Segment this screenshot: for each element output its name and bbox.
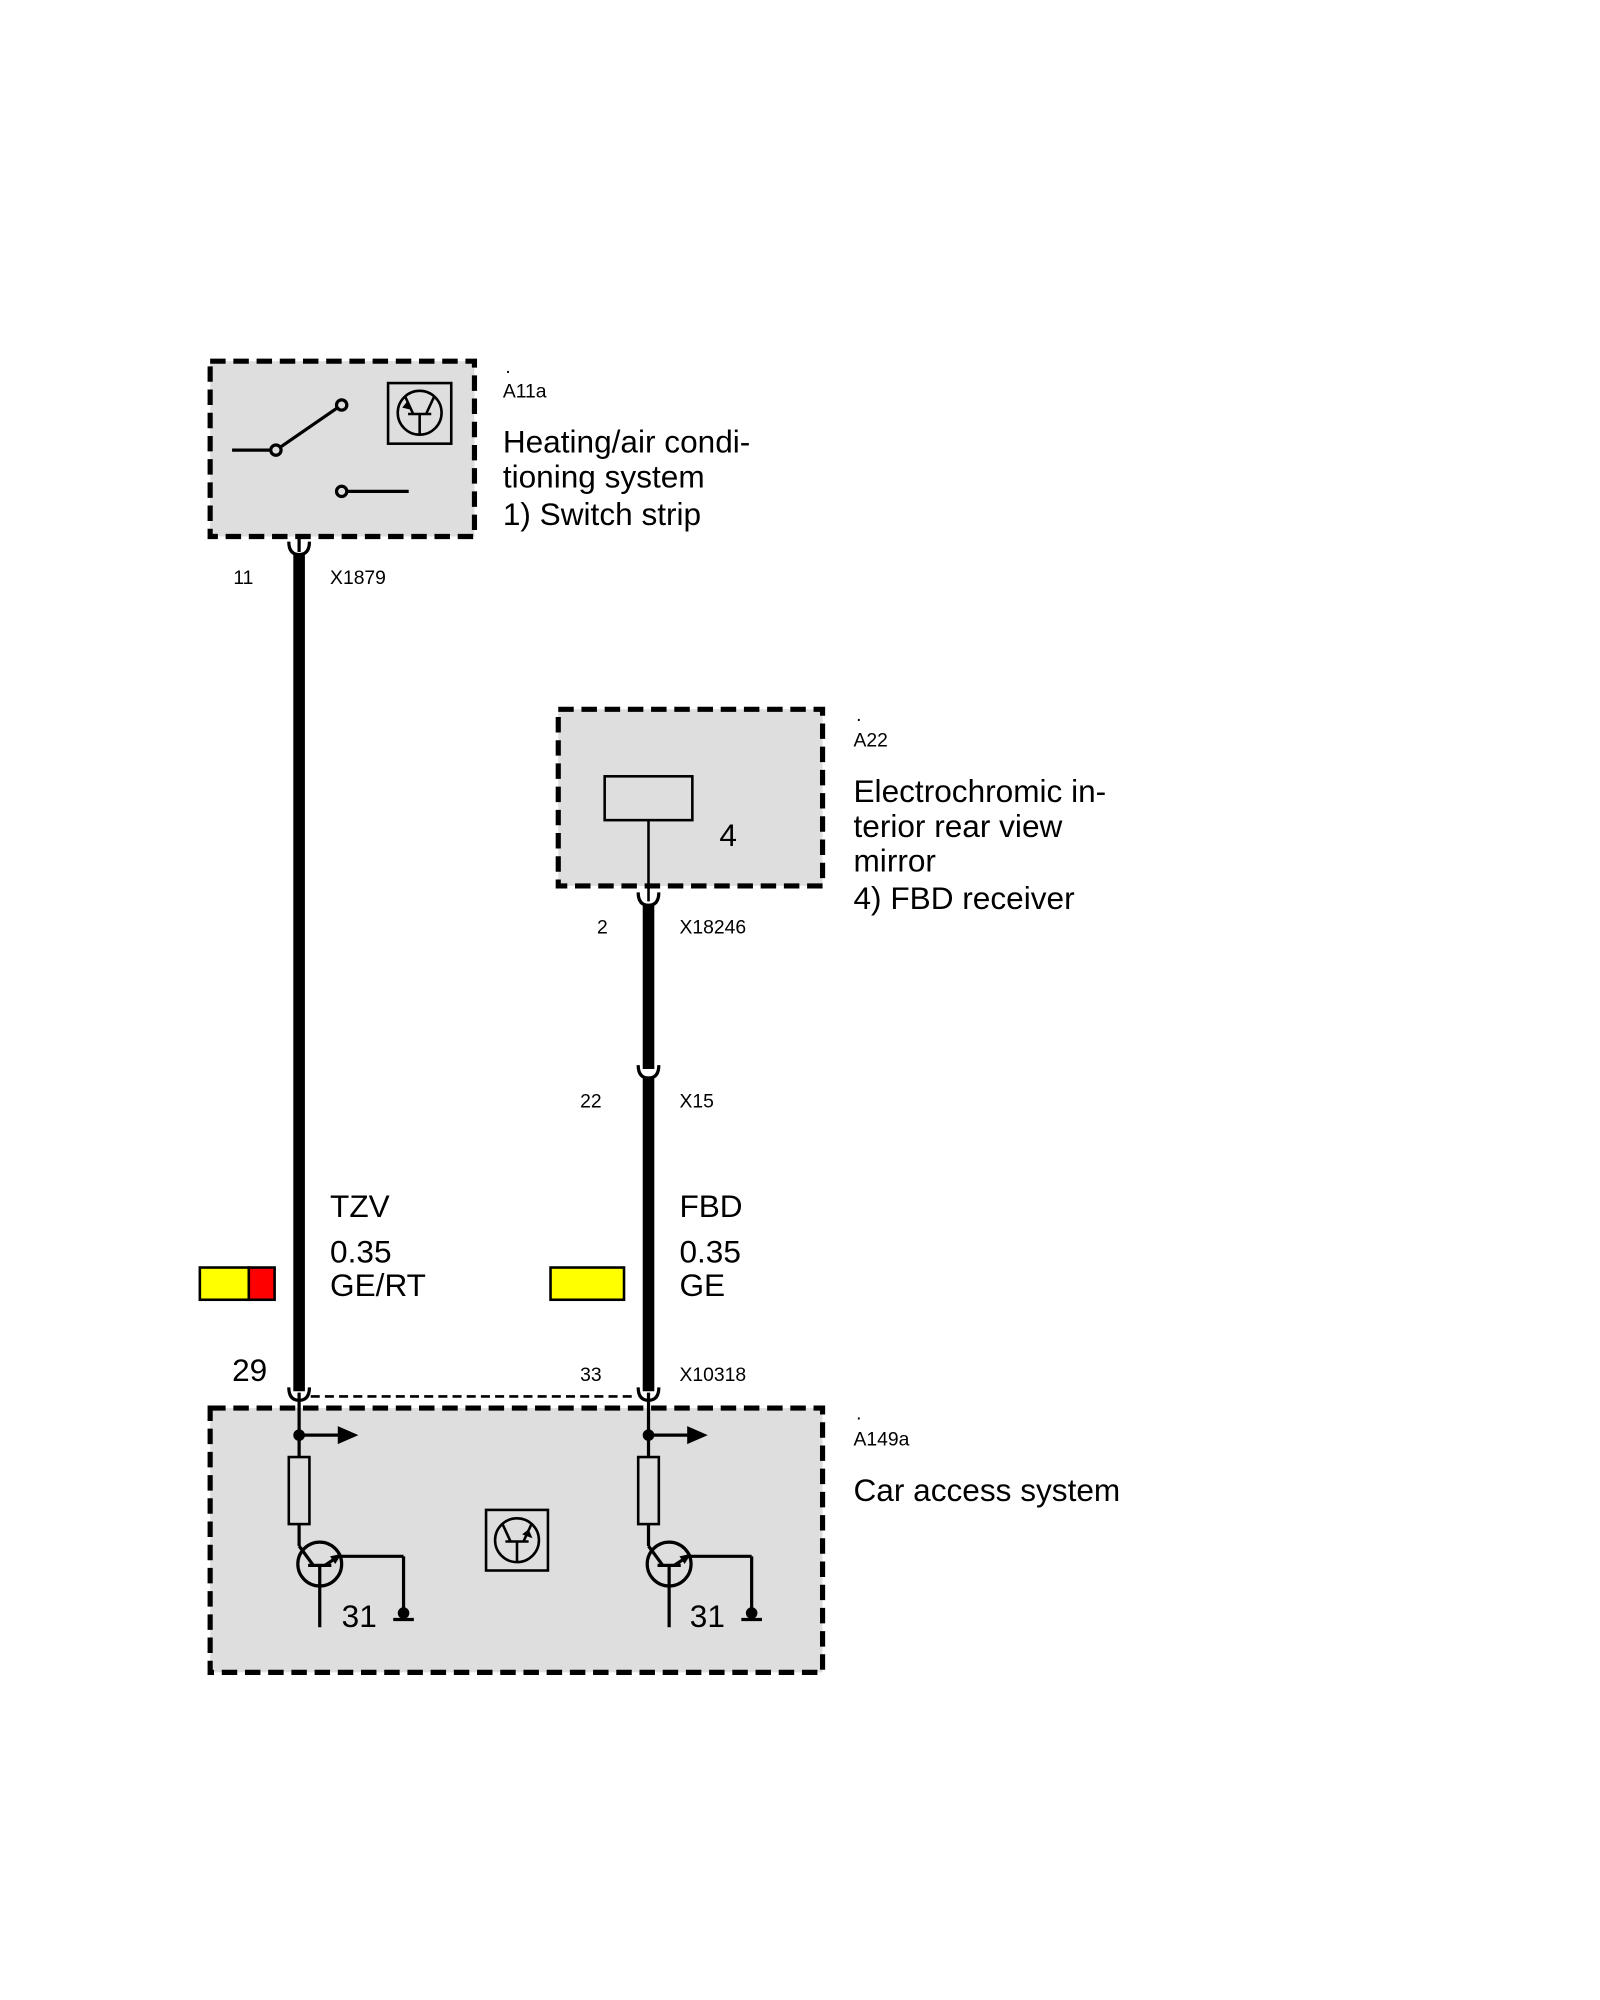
x10318-pin-right: 33 xyxy=(580,1365,602,1386)
a11a-label-line-3: 1) Switch strip xyxy=(503,496,701,532)
a149a-icon-arrow xyxy=(522,1529,533,1539)
connector-x10318: 29 33 X10318 xyxy=(232,1352,746,1402)
a149a-marker: . xyxy=(856,1404,861,1425)
a22-id: A22 xyxy=(854,731,888,752)
x15-id: X15 xyxy=(679,1092,713,1113)
arrow-icon xyxy=(299,1426,359,1445)
a11a-label-line-1: Heating/air condi- xyxy=(503,424,751,460)
switch-blade xyxy=(278,406,339,449)
a11a-marker: . xyxy=(505,357,510,378)
transistor-icon xyxy=(386,381,453,445)
left-arrow-head xyxy=(337,1426,359,1445)
a22-label-line-3: mirror xyxy=(854,843,936,879)
transistor-icon-frame xyxy=(386,381,453,445)
wire-label-fbd: FBD 0.35 GE xyxy=(549,1188,743,1303)
a11a-id: A11a xyxy=(503,381,547,402)
a149a-label-line-1: Car access system xyxy=(854,1472,1121,1508)
wire-tzv-swatch-base xyxy=(198,1266,251,1302)
x10318-pin-left: 29 xyxy=(232,1352,267,1388)
right-ground-dot xyxy=(745,1607,758,1619)
a22-label-line-2: terior rear view xyxy=(854,808,1063,844)
connector-x1879: 11 X1879 xyxy=(233,536,386,589)
a22-marker: . xyxy=(856,705,861,726)
a149a-circuit-left: 31 xyxy=(287,1392,414,1634)
ground-icon xyxy=(741,1607,762,1622)
wire-tzv-cross-section: 0.35 xyxy=(330,1233,391,1269)
right-ground-label: 31 xyxy=(690,1598,725,1634)
a149a-icon-left-leg xyxy=(501,1524,512,1543)
switch-contact-left xyxy=(269,443,283,457)
left-transistor-arrow xyxy=(330,1553,342,1565)
arrow-icon xyxy=(648,1426,708,1445)
wire-tzv-signal: TZV xyxy=(330,1188,390,1224)
transistor-icon-right-leg xyxy=(424,396,436,415)
switch-icon xyxy=(232,398,409,499)
x10318-id: X10318 xyxy=(679,1365,746,1386)
transistor-icon xyxy=(296,1540,344,1628)
right-transistor-arrow xyxy=(679,1553,692,1565)
x18246-pin-number: 2 xyxy=(597,918,608,939)
a149a-id: A149a xyxy=(854,1429,910,1450)
x1879-id: X1879 xyxy=(330,568,386,589)
wire-fbd-cross-section: 0.35 xyxy=(679,1233,740,1269)
transistor-icon xyxy=(484,1508,550,1572)
x18246-id: X18246 xyxy=(679,918,746,939)
a22-housing xyxy=(555,706,826,889)
connector-x15: 22 X15 xyxy=(580,1065,714,1113)
a22-inner-label: 4 xyxy=(719,817,737,853)
right-arrow-head xyxy=(687,1426,708,1445)
wire-tzv-swatch-stripe xyxy=(247,1266,276,1302)
a149a-circuit-right: 31 xyxy=(636,1392,762,1634)
transistor-icon-arrow xyxy=(402,401,413,411)
switch-contact-top xyxy=(334,398,349,412)
component-a11a: . A11a Heating/air condi- tioning system… xyxy=(207,357,751,540)
a11a-label-line-2: tioning system xyxy=(503,459,705,495)
left-transistor-base-leg xyxy=(297,1545,315,1567)
component-a149a: 31 xyxy=(207,1392,1121,1675)
x1879-pin-number: 11 xyxy=(233,568,253,589)
a22-label-line-1: Electrochromic in- xyxy=(854,773,1107,809)
right-transistor-base-leg xyxy=(647,1545,664,1567)
left-ground-label: 31 xyxy=(342,1598,377,1634)
left-ground-dot xyxy=(397,1607,410,1619)
a22-label-line-4: 4) FBD receiver xyxy=(854,880,1075,916)
wire-fbd-swatch xyxy=(549,1266,626,1302)
wire-fbd-color-code: GE xyxy=(679,1267,725,1303)
wire-label-tzv: TZV 0.35 GE/RT xyxy=(198,1188,426,1303)
component-a22: 4 . A22 Electrochromic in- terior rear v… xyxy=(555,705,1107,916)
x15-pin-number: 22 xyxy=(580,1092,602,1113)
wire-fbd-signal: FBD xyxy=(679,1188,742,1224)
transistor-icon xyxy=(645,1540,693,1628)
ground-icon xyxy=(393,1607,414,1622)
wire-tzv-color-code: GE/RT xyxy=(330,1267,426,1303)
a149a-icon-frame xyxy=(484,1508,550,1572)
